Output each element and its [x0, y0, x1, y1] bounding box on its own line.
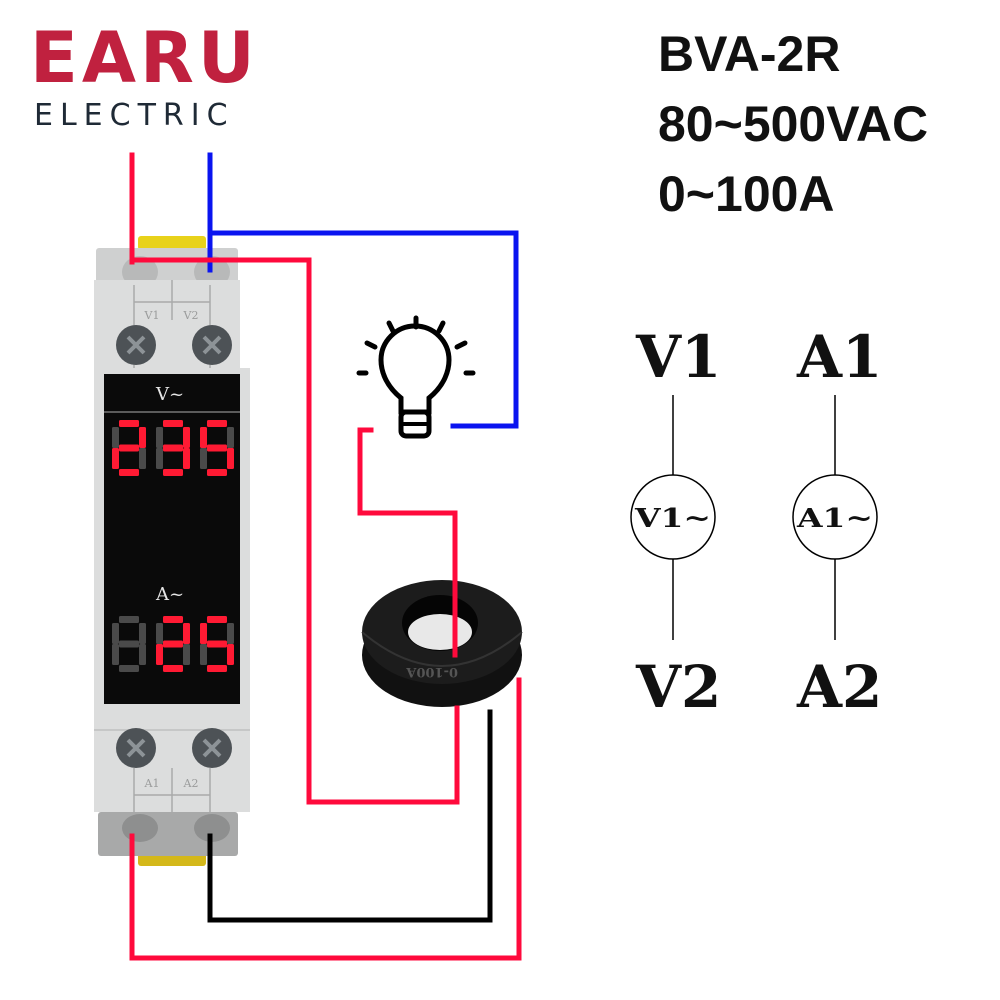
segment-d [119, 665, 139, 672]
segment-d [163, 665, 183, 672]
segment-d [119, 469, 139, 476]
segment-c [227, 644, 234, 665]
brand-subtitle: ELECTRIC [34, 98, 235, 133]
top-clip [138, 236, 206, 250]
segment-g [119, 444, 139, 452]
segment-b [139, 623, 146, 644]
segment-a [163, 420, 183, 427]
neutral-wire-to-lamp [207, 230, 519, 429]
live-wire-lamp-to-ct [357, 427, 458, 658]
segment-e [156, 644, 163, 665]
segment-a [163, 616, 183, 623]
segment-b [183, 623, 190, 644]
digit [200, 420, 234, 476]
segment-g [119, 640, 139, 648]
digit [112, 616, 146, 672]
digit [156, 616, 190, 672]
terminal-label-a1: A1 [144, 777, 160, 790]
segment-c [139, 448, 146, 469]
schematic-label-a2: A2 [797, 653, 883, 721]
segment-a [207, 420, 227, 427]
live-wire-feed [129, 257, 460, 805]
segment-e [112, 448, 119, 469]
segment-g [163, 640, 183, 648]
segment-g [163, 444, 183, 452]
segment-f [156, 623, 163, 644]
segment-a [119, 420, 139, 427]
current-transformer [361, 580, 523, 707]
segment-a [207, 616, 227, 623]
voltage-unit-label: V~ [155, 384, 184, 405]
voltmeter-symbol-label: V1~ [634, 504, 711, 534]
schematic-label-a1: A1 [797, 323, 883, 391]
schematic-diagram: V1~ A1~ [630, 395, 878, 640]
terminal-label-a2: A2 [183, 777, 199, 790]
ct-wire-a1 [129, 677, 522, 961]
terminal-label-v2: V2 [183, 309, 199, 322]
current-display [112, 616, 234, 672]
segment-f [112, 623, 119, 644]
segment-c [183, 644, 190, 665]
segment-e [200, 644, 207, 665]
segment-f [112, 427, 119, 448]
schematic-label-v2: V2 [636, 653, 722, 721]
segment-f [156, 427, 163, 448]
schematic-label-v1: V1 [636, 323, 722, 391]
segment-g [207, 444, 227, 452]
segment-c [183, 448, 190, 469]
segment-b [183, 427, 190, 448]
segment-c [227, 448, 234, 469]
digit [200, 616, 234, 672]
segment-e [200, 448, 207, 469]
din-meter-device: V1 V2 V~ A~ A1 A2 [94, 236, 250, 866]
brand-logo: EARU [30, 17, 259, 99]
segment-e [156, 448, 163, 469]
current-range: 0~100A [658, 166, 835, 222]
ct-rating-marking: 0-100A [405, 664, 458, 679]
current-unit-label: A~ [155, 584, 184, 605]
segment-f [200, 623, 207, 644]
model-number: BVA-2R [658, 26, 841, 82]
segment-g [207, 640, 227, 648]
ct-wire-a2 [207, 709, 493, 923]
segment-c [139, 644, 146, 665]
light-bulb-icon [356, 315, 476, 439]
ammeter-symbol-label: A1~ [796, 504, 873, 534]
segment-b [139, 427, 146, 448]
voltage-range: 80~500VAC [658, 96, 929, 152]
digit [112, 420, 146, 476]
segment-f [200, 427, 207, 448]
segment-d [207, 469, 227, 476]
segment-d [163, 469, 183, 476]
terminal-label-v1: V1 [144, 309, 160, 322]
segment-d [207, 665, 227, 672]
segment-e [112, 644, 119, 665]
display-panel [104, 374, 240, 704]
segment-b [227, 427, 234, 448]
voltage-display [112, 420, 234, 476]
segment-a [119, 616, 139, 623]
digit [156, 420, 190, 476]
segment-b [227, 623, 234, 644]
